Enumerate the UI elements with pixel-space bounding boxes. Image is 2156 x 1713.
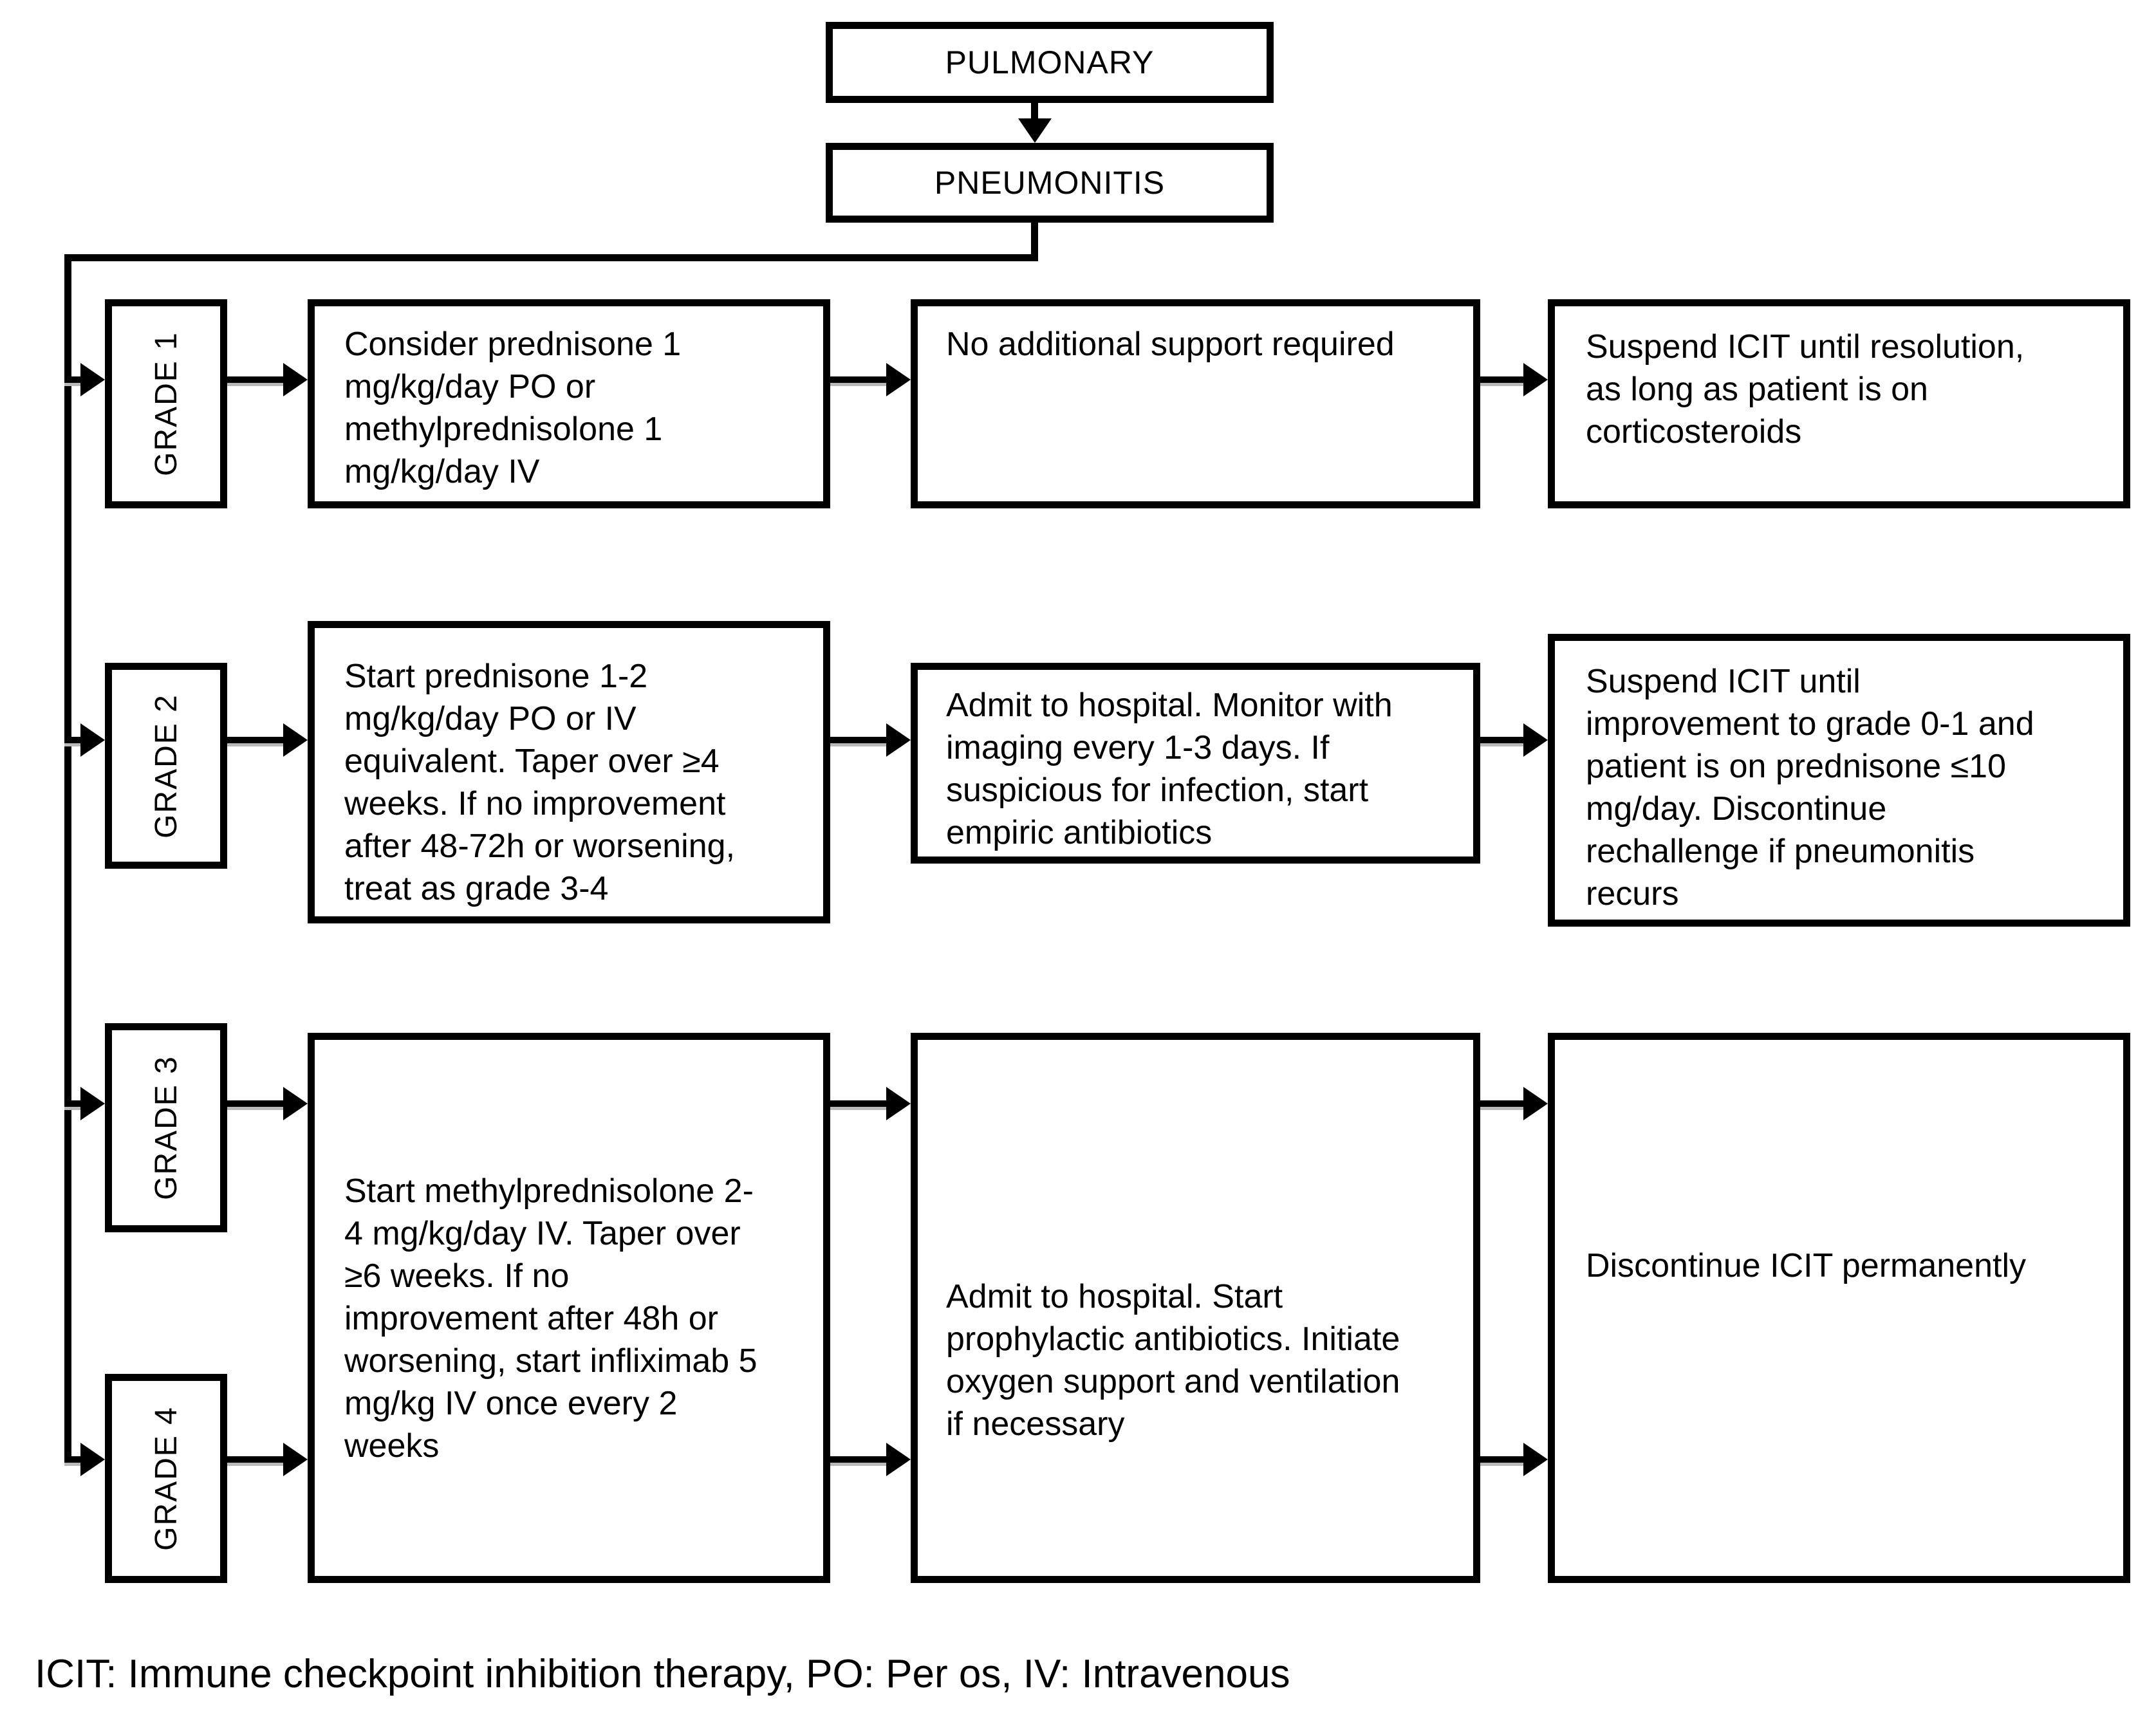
- connector-elbow-line: [64, 254, 1038, 261]
- arrow-grade-3-to-treatment: [227, 1087, 308, 1120]
- pulmonary-box: PULMONARY: [826, 22, 1274, 103]
- grade-3-4-icit-text: Discontinue ICIT permanently: [1586, 1246, 2027, 1284]
- arrow-trunk-to-grade-4: [64, 1443, 105, 1476]
- legend-text: ICIT: Immune checkpoint inhibition thera…: [35, 1651, 1290, 1698]
- grade-2-support-box: Admit to hospital. Monitor with imaging …: [911, 663, 1480, 864]
- arrow-support-to-icit-3: [1480, 1087, 1548, 1120]
- pneumonitis-label: PNEUMONITIS: [934, 165, 1166, 201]
- arrow-grade-1-to-treatment: [227, 363, 308, 396]
- grade-1-treatment-text: Consider prednisone 1 mg/kg/day PO or me…: [344, 326, 682, 490]
- grade-1-icit-text: Suspend ICIT until resolution, as long a…: [1586, 328, 2025, 450]
- grade-1-box: GRADE 1: [105, 299, 227, 508]
- grade-1-label: GRADE 1: [149, 331, 183, 476]
- arrow-trunk-to-grade-1: [64, 363, 105, 396]
- arrow-treatment-to-support-3: [830, 1087, 911, 1120]
- grade-2-label: GRADE 2: [149, 693, 183, 838]
- arrow-trunk-to-grade-2: [64, 723, 105, 757]
- grade-3-4-treatment-text: Start methylprednisolone 2- 4 mg/kg/day …: [344, 1172, 757, 1465]
- connector-trunk-line: [64, 254, 71, 1463]
- pneumonitis-box: PNEUMONITIS: [826, 143, 1274, 223]
- grade-2-treatment-box: Start prednisone 1-2 mg/kg/day PO or IV …: [308, 621, 830, 923]
- connector-drop-line: [1031, 223, 1038, 261]
- grade-4-label: GRADE 4: [149, 1406, 183, 1551]
- grade-2-icit-text: Suspend ICIT until improvement to grade …: [1586, 663, 2034, 912]
- legend-abbreviations: ICIT: Immune checkpoint inhibition thera…: [35, 1652, 1290, 1696]
- arrow-grade-4-to-treatment: [227, 1443, 308, 1476]
- grade-4-box: GRADE 4: [105, 1374, 227, 1583]
- arrow-treatment-to-support-1: [830, 363, 911, 396]
- arrow-pulmonary-to-pneumonitis: [1018, 103, 1052, 143]
- grade-1-icit-box: Suspend ICIT until resolution, as long a…: [1548, 299, 2130, 508]
- grade-1-treatment-box: Consider prednisone 1 mg/kg/day PO or me…: [308, 299, 830, 508]
- grade-2-treatment-text: Start prednisone 1-2 mg/kg/day PO or IV …: [344, 658, 736, 907]
- grade-3-4-support-box: Admit to hospital. Start prophylactic an…: [911, 1033, 1480, 1583]
- arrow-support-to-icit-2: [1480, 723, 1548, 757]
- grade-1-support-box: No additional support required: [911, 299, 1480, 508]
- grade-3-4-support-text: Admit to hospital. Start prophylactic an…: [946, 1277, 1400, 1443]
- arrow-support-to-icit-1: [1480, 363, 1548, 396]
- grade-2-support-text: Admit to hospital. Monitor with imaging …: [946, 687, 1393, 851]
- arrow-support-to-icit-4: [1480, 1443, 1548, 1476]
- grade-1-support-text: No additional support required: [946, 326, 1395, 363]
- arrow-treatment-to-support-4: [830, 1443, 911, 1476]
- arrow-grade-2-to-treatment: [227, 723, 308, 757]
- grade-2-icit-box: Suspend ICIT until improvement to grade …: [1548, 634, 2130, 927]
- grade-2-box: GRADE 2: [105, 663, 227, 869]
- pulmonary-label: PULMONARY: [945, 44, 1155, 80]
- arrow-treatment-to-support-2: [830, 723, 911, 757]
- grade-3-label: GRADE 3: [149, 1055, 183, 1200]
- arrow-trunk-to-grade-3: [64, 1087, 105, 1120]
- grade-3-4-icit-box: Discontinue ICIT permanently: [1548, 1033, 2130, 1583]
- grade-3-box: GRADE 3: [105, 1023, 227, 1232]
- grade-3-4-treatment-box: Start methylprednisolone 2- 4 mg/kg/day …: [308, 1033, 830, 1583]
